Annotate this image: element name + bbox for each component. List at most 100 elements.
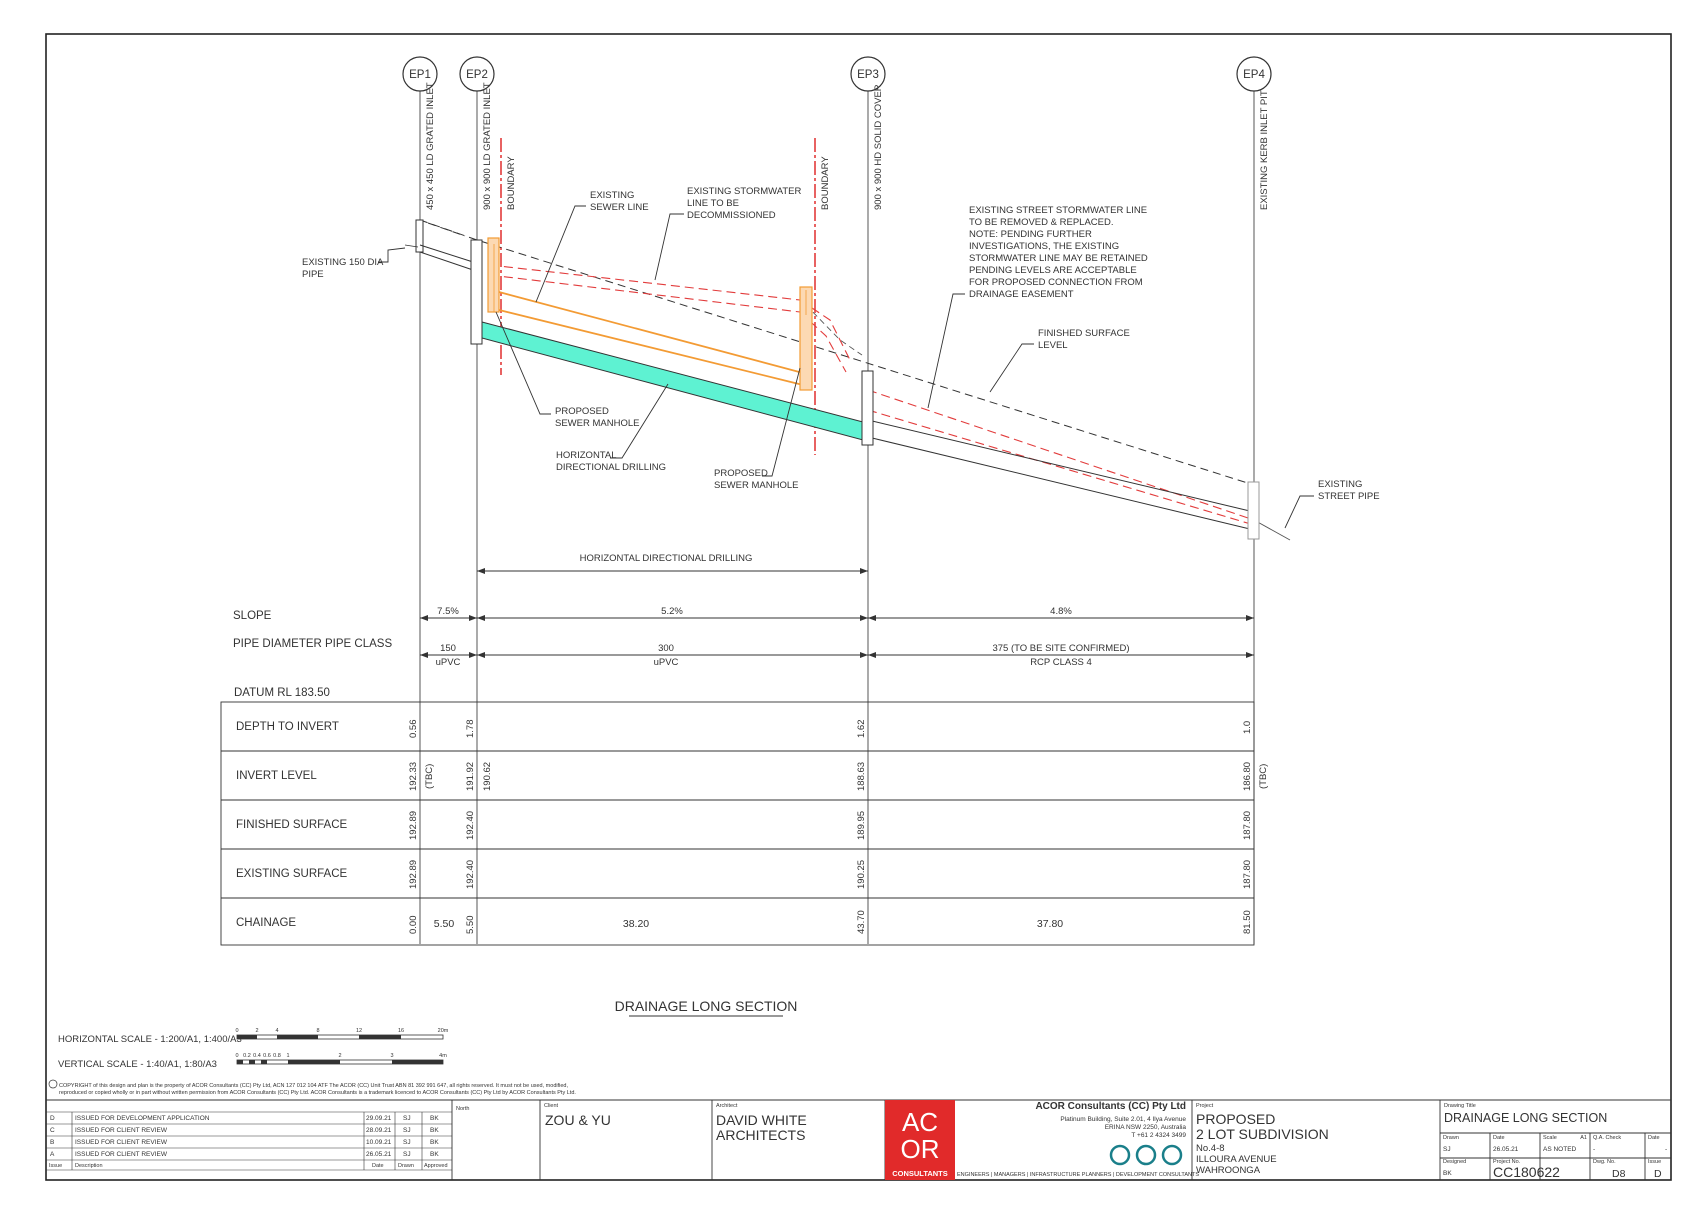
company-address-2: ERINA NSW 2250, Australia [1105,1124,1187,1131]
pit-ep3-marker: EP3 [850,56,886,92]
depth-ep1: 0.56 [408,720,419,739]
site-address-3: WAHROONGA [1196,1165,1261,1176]
svg-text:FINISHED SURFACE: FINISHED SURFACE [1038,328,1130,339]
row-label-chainage: CHAINAGE [236,917,296,929]
pipe-class-3: RCP CLASS 4 [1030,657,1092,668]
svg-text:LEVEL: LEVEL [1038,340,1068,351]
note-existing-stormwater: EXISTING STORMWATER LINE TO BE DECOMMISS… [654,186,801,281]
depth-ep3: 1.62 [856,720,867,739]
svg-text:DIRECTIONAL DRILLING: DIRECTIONAL DRILLING [556,462,666,473]
title-block-frame [46,1099,1671,1180]
existing-sewer-top [498,291,804,374]
site-address-2: ILLOURA AVENUE [1196,1154,1277,1165]
drawing-title-label: Drawing Title [1444,1103,1476,1109]
svg-text:10.09.21: 10.09.21 [366,1139,392,1146]
svg-text:1: 1 [286,1053,289,1059]
svg-text:BK: BK [430,1127,439,1134]
note-street-pipe: EXISTING STREET PIPE [1284,479,1380,529]
slope-label: SLOPE [233,610,272,622]
svg-text:3: 3 [390,1053,393,1059]
pit-ep4-desc: EXISTING KERB INLET PIT [1259,90,1270,210]
svg-text:Issue: Issue [1648,1159,1661,1165]
architect-name-2: ARCHITECTS [716,1127,805,1143]
certification-badges [1109,1144,1183,1166]
drawing-title: DRAINAGE LONG SECTION [615,998,798,1014]
note-hdd: HORIZONTAL DIRECTIONAL DRILLING [556,383,669,473]
svg-text:SJ: SJ [403,1127,411,1134]
svg-text:Description: Description [75,1163,103,1169]
svg-text:PENDING LEVELS ARE ACCEPTABLE: PENDING LEVELS ARE ACCEPTABLE [969,265,1137,276]
company-services: ENGINEERS | MANAGERS | INFRASTRUCTURE PL… [957,1172,1199,1178]
svg-text:Drawn: Drawn [398,1163,414,1169]
note-street-stormwater: EXISTING STREET STORMWATER LINE TO BE RE… [927,205,1148,409]
invert-ep4: 186.80 [1242,762,1253,791]
chainage-ep3: 43.70 [856,910,867,934]
boundary-label-left: BOUNDARY [506,156,517,210]
pit-ep2-label: EP2 [466,69,488,81]
svg-text:2: 2 [338,1053,341,1059]
vertical-scale-label: VERTICAL SCALE - 1:40/A1, 1:80/A3 [58,1059,217,1070]
finished-ep1: 192.89 [408,811,419,840]
svg-text:PROPOSED: PROPOSED [714,468,768,479]
pipe-class-2: uPVC [654,657,679,668]
drawing-title-value: DRAINAGE LONG SECTION [1444,1111,1607,1125]
boundary-label-right: BOUNDARY [820,156,831,210]
svg-text:0.2: 0.2 [243,1053,251,1059]
designed-value: BK [1443,1170,1452,1177]
svg-text:TO BE REMOVED & REPLACED.: TO BE REMOVED & REPLACED. [969,217,1113,228]
svg-text:AC: AC [902,1107,938,1137]
svg-text:EXISTING STORMWATER: EXISTING STORMWATER [687,186,801,197]
existing-150-pipe-bottom [419,251,474,271]
note-proposed-manhole-left: PROPOSED SEWER MANHOLE [495,311,639,429]
client-label: Client [544,1103,559,1109]
svg-text:CONSULTANTS: CONSULTANTS [892,1169,948,1178]
project-name-2: 2 LOT SUBDIVISION [1196,1126,1329,1142]
pipe-dia-1: 150 [440,643,456,654]
svg-text:STORMWATER LINE MAY BE RETAIN: STORMWATER LINE MAY BE RETAINED [969,253,1148,264]
issue-value: D [1654,1168,1662,1180]
svg-text:BK: BK [430,1115,439,1122]
project-number: CC180622 [1493,1164,1560,1180]
company-phone: T +61 2 4324 3499 [1131,1132,1186,1139]
pipe-dia-2: 300 [658,643,674,654]
existing-ep4: 187.80 [1242,860,1253,889]
existing-sewer-bottom [498,309,804,386]
svg-text:4: 4 [275,1028,278,1034]
site-address-1: No.4-8 [1196,1143,1225,1154]
invert-ep4-tbc: (TBC) [1258,764,1269,789]
pit-gridlines [419,88,1255,944]
note-proposed-manhole-right: PROPOSED SEWER MANHOLE [714,367,801,491]
svg-text:HORIZONTAL: HORIZONTAL [556,450,617,461]
svg-text:SEWER MANHOLE: SEWER MANHOLE [555,418,639,429]
pipe-label: PIPE DIAMETER PIPE CLASS [233,638,392,650]
svg-text:B: B [50,1139,54,1146]
scale-value: AS NOTED [1543,1146,1577,1153]
svg-text:EXISTING 150 DIA: EXISTING 150 DIA [302,257,384,268]
street-pipe-top [867,419,1255,513]
slope-value-2: 5.2% [661,606,683,617]
pit-ep2-desc: 900 x 900 LD GRATED INLET [482,82,493,210]
invert-ep1: 192.33 [408,762,419,791]
finished-ep3: 189.95 [856,811,867,840]
horizontal-scale-bar [236,1034,444,1040]
svg-text:26.05.21: 26.05.21 [366,1151,392,1158]
svg-text:Dwg. No.: Dwg. No. [1593,1159,1616,1165]
svg-text:SEWER LINE: SEWER LINE [590,202,649,213]
revision-table [46,1111,452,1171]
pipe-stub [404,244,419,248]
svg-text:ISSUED FOR CLIENT REVIEW: ISSUED FOR CLIENT REVIEW [75,1139,168,1146]
pipe-dia-3: 375 (TO BE SITE CONFIRMED) [992,643,1129,654]
hdd-span-dimension: HORIZONTAL DIRECTIONAL DRILLING [477,553,868,574]
depth-ep2: 1.78 [465,720,476,739]
revision-headers: Issue Description Date Drawn Approved [49,1163,448,1169]
row-label-existing: EXISTING SURFACE [236,868,348,880]
svg-text:20m: 20m [438,1028,449,1034]
svg-text:8: 8 [316,1028,319,1034]
svg-text:SEWER MANHOLE: SEWER MANHOLE [714,480,798,491]
levels-table [220,701,1255,946]
existing-ep2: 192.40 [465,860,476,889]
svg-text:28.09.21: 28.09.21 [366,1127,392,1134]
svg-text:A: A [50,1151,55,1158]
pipe-class-1: uPVC [436,657,461,668]
client-name: ZOU & YU [545,1112,611,1128]
